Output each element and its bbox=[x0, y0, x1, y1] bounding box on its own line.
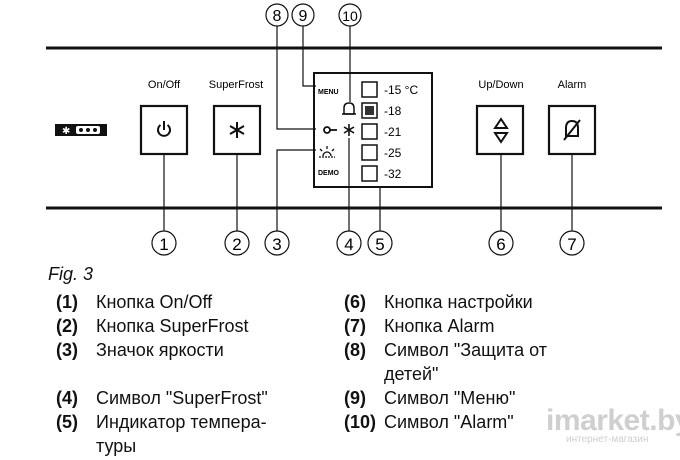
temp-value: -21 bbox=[384, 125, 402, 139]
legend-right: (6)Кнопка настройки (7)Кнопка Alarm (8)С… bbox=[344, 290, 574, 434]
superfrost-button-label: SuperFrost bbox=[209, 79, 263, 91]
power-icon bbox=[157, 121, 171, 137]
callout-number: 4 bbox=[344, 235, 353, 254]
up-down-arrows-icon bbox=[493, 117, 509, 144]
callout-circle bbox=[291, 3, 315, 27]
demo-label: DEMO bbox=[318, 170, 340, 177]
temp-led-active-fill bbox=[365, 106, 374, 115]
figure-caption: Fig. 3 bbox=[48, 264, 94, 284]
legend-spacer bbox=[56, 362, 346, 386]
callout-number: 6 bbox=[496, 235, 505, 254]
legend-item: (5)Индикатор темпера- туры bbox=[56, 412, 267, 456]
callout-number: 1 bbox=[159, 235, 168, 254]
callout-number: 10 bbox=[342, 8, 358, 24]
legend-item: (8)Символ "Защита от детей" bbox=[344, 340, 547, 384]
legend-item: (7)Кнопка Alarm bbox=[344, 316, 495, 336]
legend-item: (2)Кнопка SuperFrost bbox=[56, 316, 249, 336]
temp-value: -18 bbox=[384, 104, 402, 118]
callout-circle bbox=[338, 3, 362, 27]
control-panel-diagram: ✱ On/Off SuperFrost Up/Down Alarm bbox=[46, 3, 662, 256]
legend-item: (9)Символ "Меню" bbox=[344, 388, 516, 408]
key-lock-icon bbox=[323, 126, 337, 134]
temp-led-2 bbox=[361, 123, 378, 140]
callout-number: 9 bbox=[299, 8, 308, 25]
legend-item: (10)Символ "Alarm" bbox=[344, 412, 514, 432]
temp-value: -25 bbox=[384, 146, 402, 160]
temp-led-3 bbox=[361, 144, 378, 161]
alarm-button[interactable] bbox=[547, 104, 597, 156]
legend-item: (6)Кнопка настройки bbox=[344, 292, 533, 312]
callout-circle bbox=[265, 3, 289, 27]
callout-circle bbox=[151, 230, 177, 256]
legend-item: (3)Значок яркости bbox=[56, 340, 224, 360]
legend-item: (1)Кнопка On/Off bbox=[56, 292, 213, 312]
brightness-icon bbox=[319, 146, 335, 158]
callout-circle bbox=[559, 230, 585, 256]
legend-left: (1)Кнопка On/Off (2)Кнопка SuperFrost (3… bbox=[56, 290, 346, 458]
temp-value: -32 bbox=[384, 167, 402, 181]
temp-led-0 bbox=[361, 81, 378, 98]
onoff-button-label: On/Off bbox=[148, 79, 181, 91]
menu-label: MENU bbox=[318, 89, 339, 96]
alarm-off-icon bbox=[563, 119, 581, 141]
callout-number: 2 bbox=[232, 235, 241, 254]
updown-button-label: Up/Down bbox=[478, 79, 523, 91]
snowflake-icon bbox=[229, 122, 245, 138]
alarm-button-label: Alarm bbox=[558, 79, 587, 91]
callout-number: 5 bbox=[375, 235, 384, 254]
callout-number: 8 bbox=[273, 8, 282, 25]
callout-leader-lines bbox=[163, 26, 573, 232]
onoff-button[interactable] bbox=[139, 104, 189, 156]
watermark-logo: imarket.by интернет-магазин bbox=[546, 404, 680, 445]
callout-number: 3 bbox=[272, 235, 281, 254]
svg-text:✱: ✱ bbox=[62, 126, 70, 137]
callout-circle bbox=[264, 230, 290, 256]
updown-button[interactable] bbox=[475, 104, 525, 156]
callout-circle bbox=[488, 230, 514, 256]
callout-circle bbox=[336, 230, 362, 256]
superfrost-symbol-icon bbox=[343, 124, 355, 136]
callout-number: 7 bbox=[567, 235, 576, 254]
legend-item: (4)Символ "SuperFrost" bbox=[56, 388, 268, 408]
temperature-indicator: -15 °C -18 -21 -25 -32 bbox=[361, 81, 418, 182]
temp-value: -15 °C bbox=[384, 83, 418, 97]
alarm-bell-icon bbox=[342, 102, 356, 115]
callout-circle bbox=[367, 230, 393, 256]
temp-led-4 bbox=[361, 165, 378, 182]
callout-circle bbox=[224, 230, 250, 256]
door-indicator-icon: ✱ bbox=[55, 124, 107, 137]
superfrost-button[interactable] bbox=[212, 104, 262, 156]
